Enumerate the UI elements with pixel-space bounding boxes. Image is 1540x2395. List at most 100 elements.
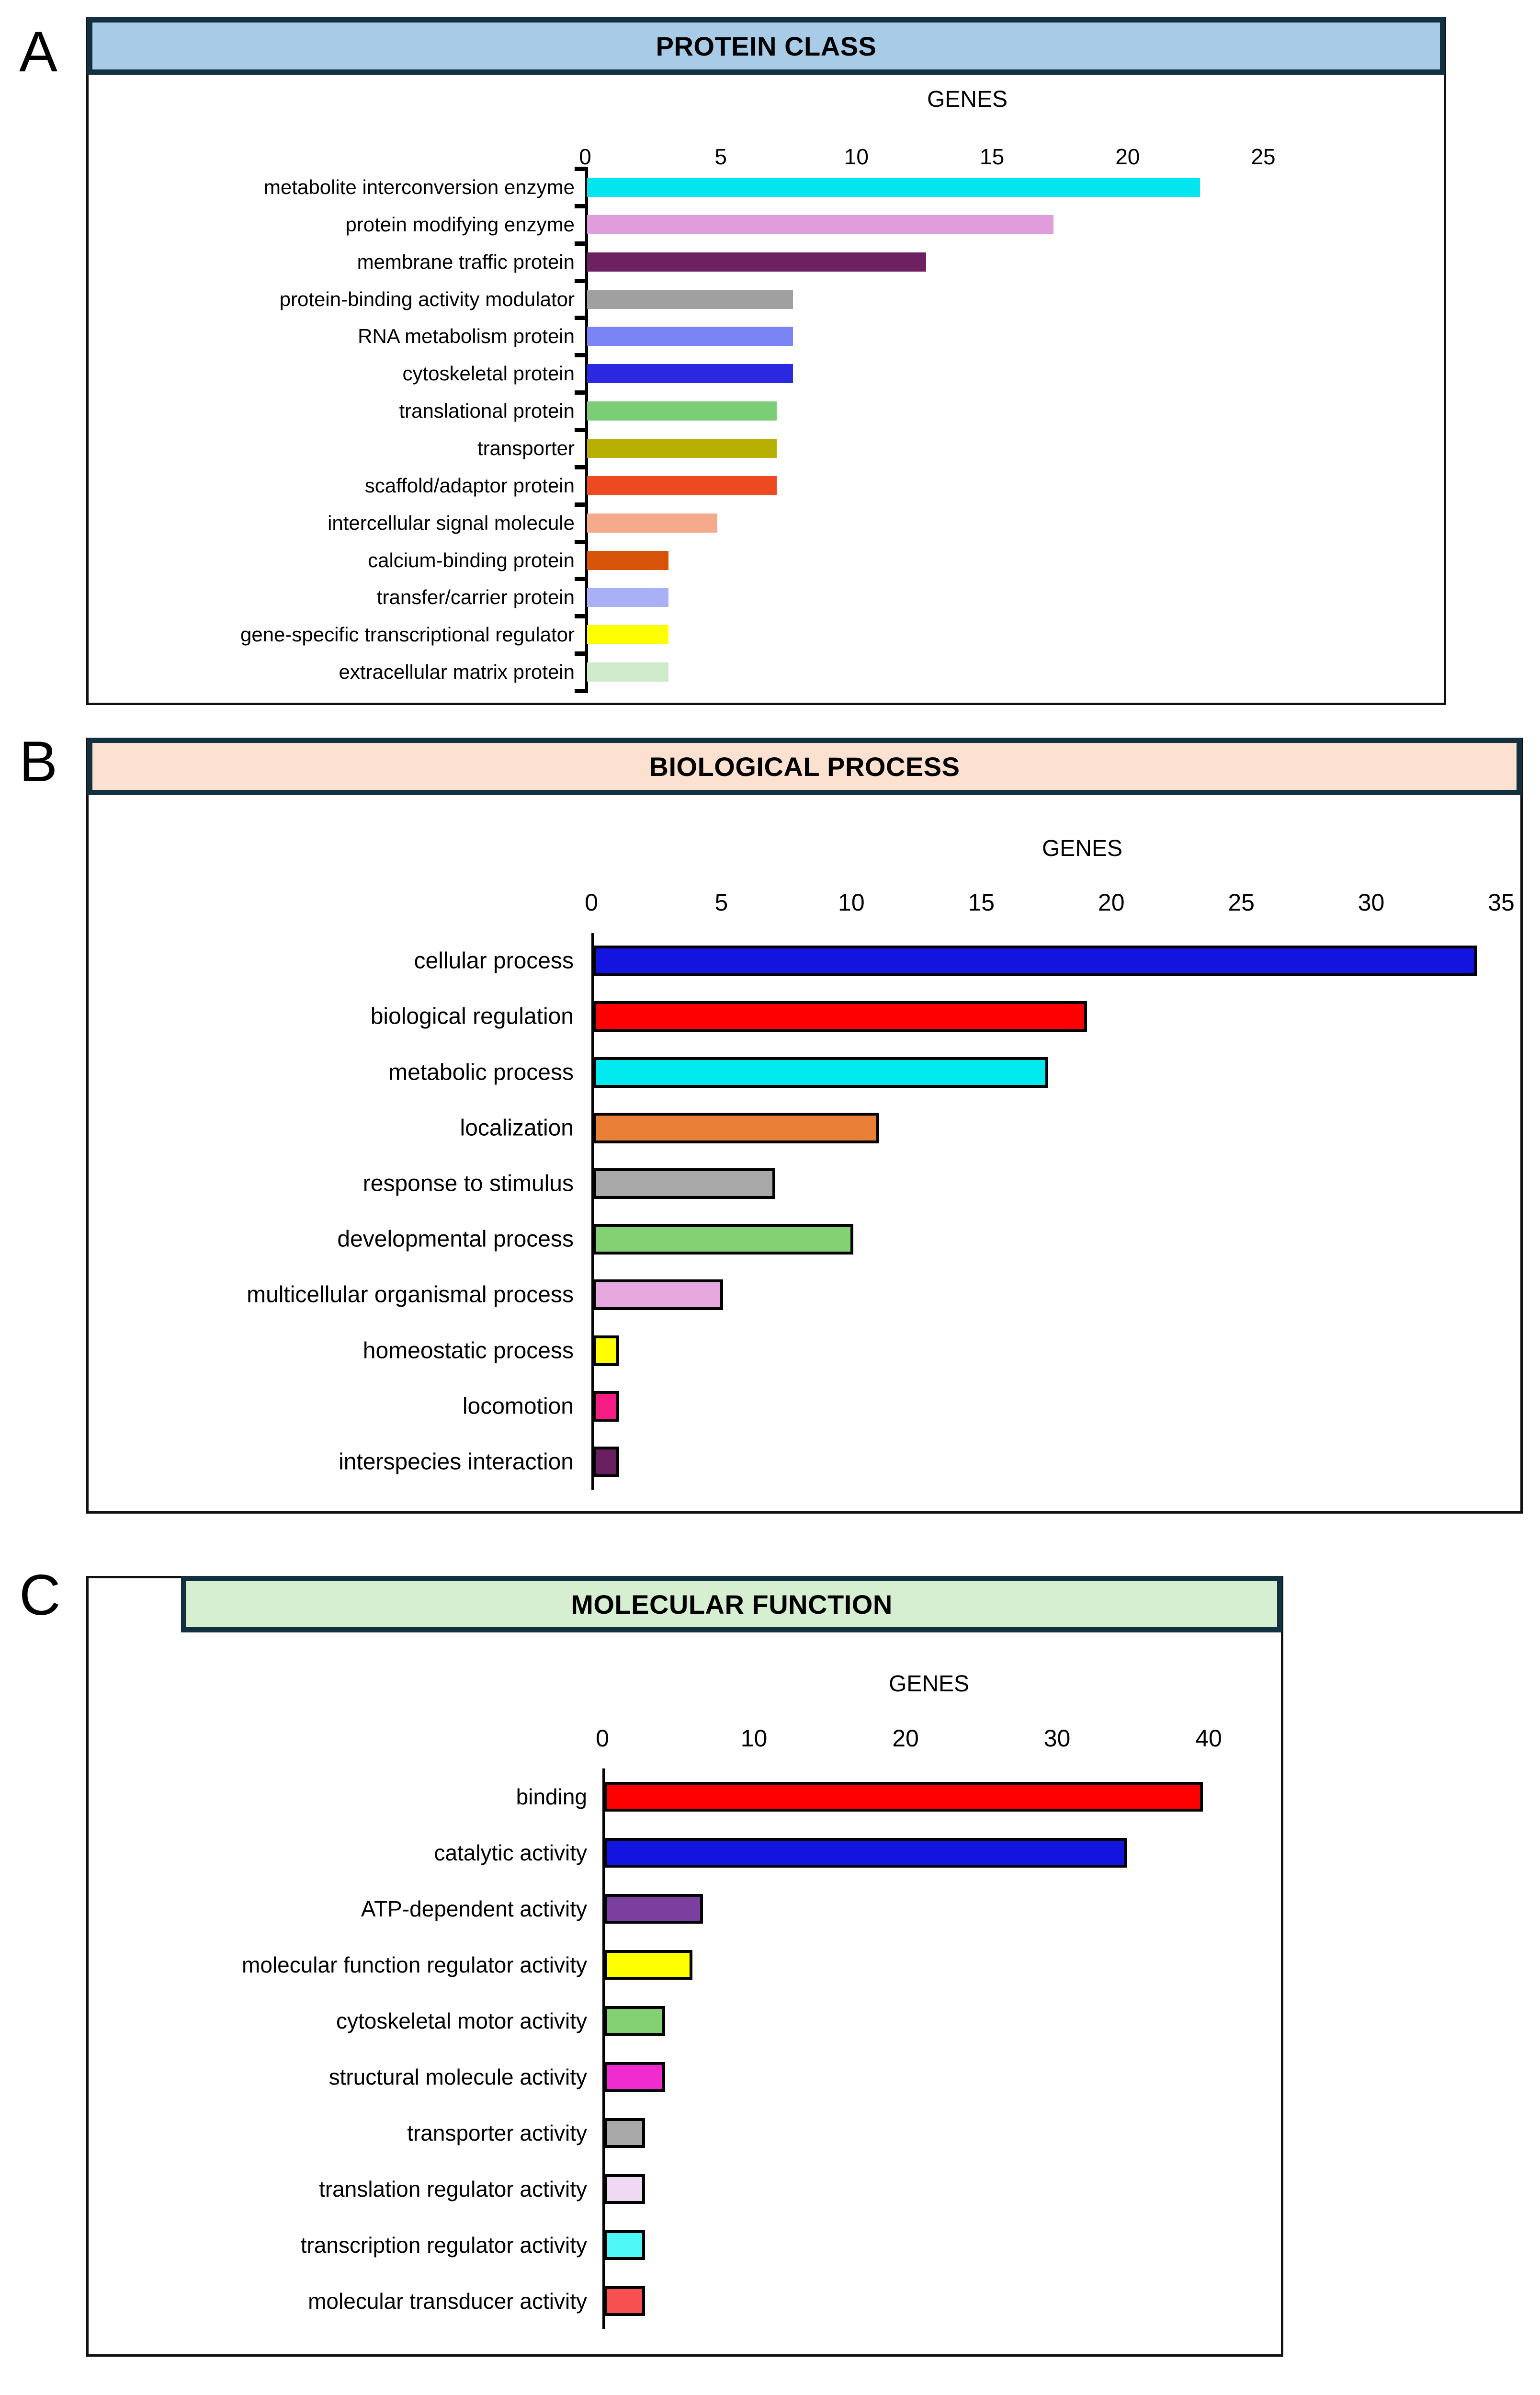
y-tick-mark [575, 539, 588, 544]
y-tick-mark [575, 278, 588, 283]
category-label: translation regulator activity [319, 2176, 587, 2201]
category-label: membrane traffic protein [357, 250, 575, 273]
category-label: RNA metabolism protein [358, 325, 575, 348]
y-tick-mark [575, 651, 588, 656]
y-tick-mark [575, 241, 588, 246]
y-tick-mark [575, 316, 588, 320]
category-label: extracellular matrix protein [339, 661, 575, 684]
x-tick-label: 20 [1098, 889, 1125, 916]
category-label: ATP-dependent activity [361, 1896, 587, 1921]
category-label: locomotion [462, 1393, 574, 1419]
x-tick-label: 10 [844, 144, 869, 169]
bar [587, 625, 668, 645]
panel-b-axis-title: GENES [1042, 836, 1123, 861]
y-tick-mark [575, 502, 588, 507]
y-tick-mark [575, 390, 588, 395]
category-label: localization [460, 1115, 574, 1141]
bar [604, 2230, 645, 2260]
x-tick-label: 15 [968, 889, 995, 916]
bar [587, 550, 668, 570]
category-label: homeostatic process [362, 1338, 574, 1363]
y-tick-mark [575, 689, 588, 693]
bar [593, 1001, 1087, 1032]
category-label: translational protein [399, 399, 575, 422]
panel-c-title: MOLECULAR FUNCTION [571, 1589, 893, 1619]
bar [593, 946, 1477, 977]
bar [593, 1112, 880, 1143]
category-label: interspecies interaction [339, 1449, 574, 1475]
y-axis-line [591, 933, 594, 1490]
bar [593, 1279, 724, 1311]
category-label: metabolic process [388, 1060, 574, 1085]
bar [593, 1446, 620, 1477]
panel-c-axis-title: GENES [888, 1671, 970, 1697]
bar [587, 438, 777, 458]
x-tick-label: 10 [740, 1725, 768, 1752]
category-label: metabolite interconversion enzyme [264, 175, 575, 198]
panel-a-letter: A [19, 20, 58, 84]
bar [587, 662, 668, 682]
bar [587, 215, 1054, 234]
category-label: calcium-binding protein [368, 548, 575, 571]
category-label: response to stimulus [362, 1171, 574, 1197]
category-label: catalytic activity [434, 1840, 587, 1865]
category-label: developmental process [337, 1226, 574, 1252]
bar [587, 513, 717, 533]
bar [587, 364, 793, 384]
panel-c-header: MOLECULAR FUNCTION [181, 1576, 1282, 1632]
panel-b-letter: B [19, 730, 58, 794]
bar [604, 1950, 692, 1980]
bar [593, 1168, 775, 1199]
bar [593, 1391, 620, 1422]
bar [587, 177, 1200, 197]
category-label: protein modifying enzyme [345, 213, 575, 236]
panel-a-title: PROTEIN CLASS [656, 31, 877, 61]
category-label: molecular function regulator activity [242, 1952, 587, 1977]
bar [604, 1837, 1127, 1868]
y-axis-line [602, 1768, 605, 2329]
category-label: biological regulation [370, 1004, 574, 1029]
bar [587, 476, 777, 495]
x-tick-label: 0 [579, 144, 591, 169]
x-tick-label: 0 [585, 889, 598, 916]
y-tick-mark [575, 614, 588, 619]
x-tick-label: 30 [1358, 889, 1385, 916]
category-label: intercellular signal molecule [328, 511, 575, 534]
y-tick-mark [575, 465, 588, 469]
x-tick-label: 30 [1043, 1725, 1071, 1752]
bar [587, 401, 777, 421]
category-label: cytoskeletal protein [402, 362, 575, 385]
category-label: structural molecule activity [328, 2064, 587, 2089]
panel-a-axis-title: GENES [927, 87, 1008, 112]
x-tick-label: 0 [596, 1725, 609, 1752]
category-label: transporter activity [407, 2120, 587, 2145]
x-tick-label: 5 [714, 144, 727, 169]
x-tick-label: 20 [1115, 144, 1140, 169]
category-label: multicellular organismal process [247, 1282, 574, 1308]
bar [604, 1893, 703, 1924]
x-tick-label: 10 [838, 889, 865, 916]
bar [587, 588, 668, 607]
category-label: binding [516, 1784, 587, 1809]
category-label: gene-specific transcriptional regulator [240, 623, 575, 646]
y-tick-mark [575, 167, 588, 171]
y-tick-mark [575, 577, 588, 582]
bar [604, 2174, 645, 2204]
category-label: transcription regulator activity [300, 2232, 587, 2258]
bar [604, 2062, 665, 2092]
x-tick-label: 25 [1228, 889, 1255, 916]
category-label: cytoskeletal motor activity [336, 2008, 587, 2033]
bar [604, 2286, 645, 2316]
bar [587, 289, 793, 309]
bar [593, 1057, 1048, 1088]
bar [604, 1781, 1203, 1812]
x-tick-label: 5 [714, 889, 728, 916]
x-tick-label: 20 [892, 1725, 919, 1752]
category-label: protein-binding activity modulator [279, 287, 575, 310]
x-tick-label: 25 [1251, 144, 1276, 169]
